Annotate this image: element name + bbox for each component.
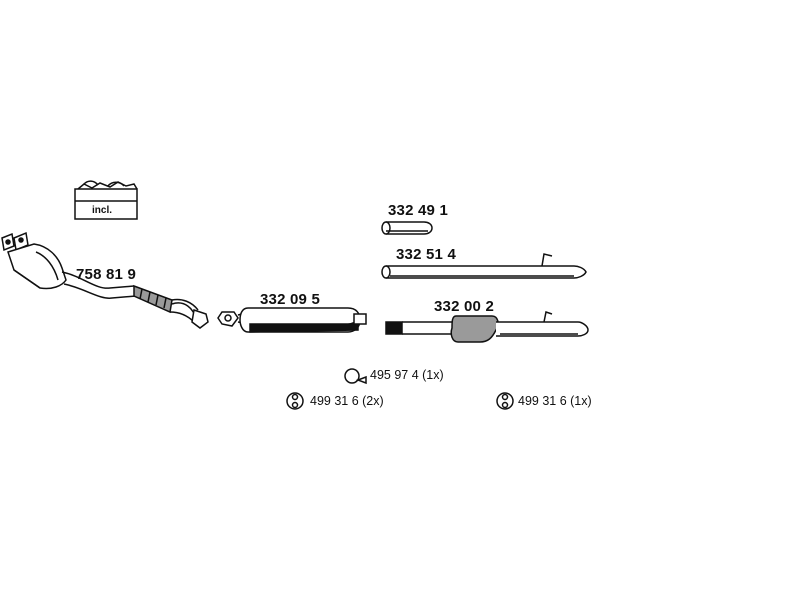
kit-incl-label: incl. [92,205,113,216]
front-silencer-drawing [217,307,367,333]
catalytic-converter-drawing [1,231,209,329]
part-number-middle-silencer-pipe: 332 00 2 [434,298,494,315]
accessory-clamp-ring-label: 495 97 4 (1x) [370,368,444,382]
middle-silencer-pipe-drawing [385,311,589,343]
part-number-catalytic-converter: 758 81 9 [76,266,136,283]
long-pipe-drawing [381,253,587,279]
short-pipe-drawing [381,221,433,235]
accessory-rubber-mount-right-label: 499 31 6 (1x) [518,394,592,408]
rubber-mount-icon [286,392,304,410]
part-number-long-pipe: 332 51 4 [396,246,456,263]
part-number-short-pipe: 332 49 1 [388,202,448,219]
rubber-mount-icon [496,392,514,410]
accessory-rubber-mount-left-label: 499 31 6 (2x) [310,394,384,408]
mounting-kit-box-icon [74,180,138,220]
part-number-front-silencer: 332 09 5 [260,291,320,308]
clamp-ring-icon [344,368,367,385]
